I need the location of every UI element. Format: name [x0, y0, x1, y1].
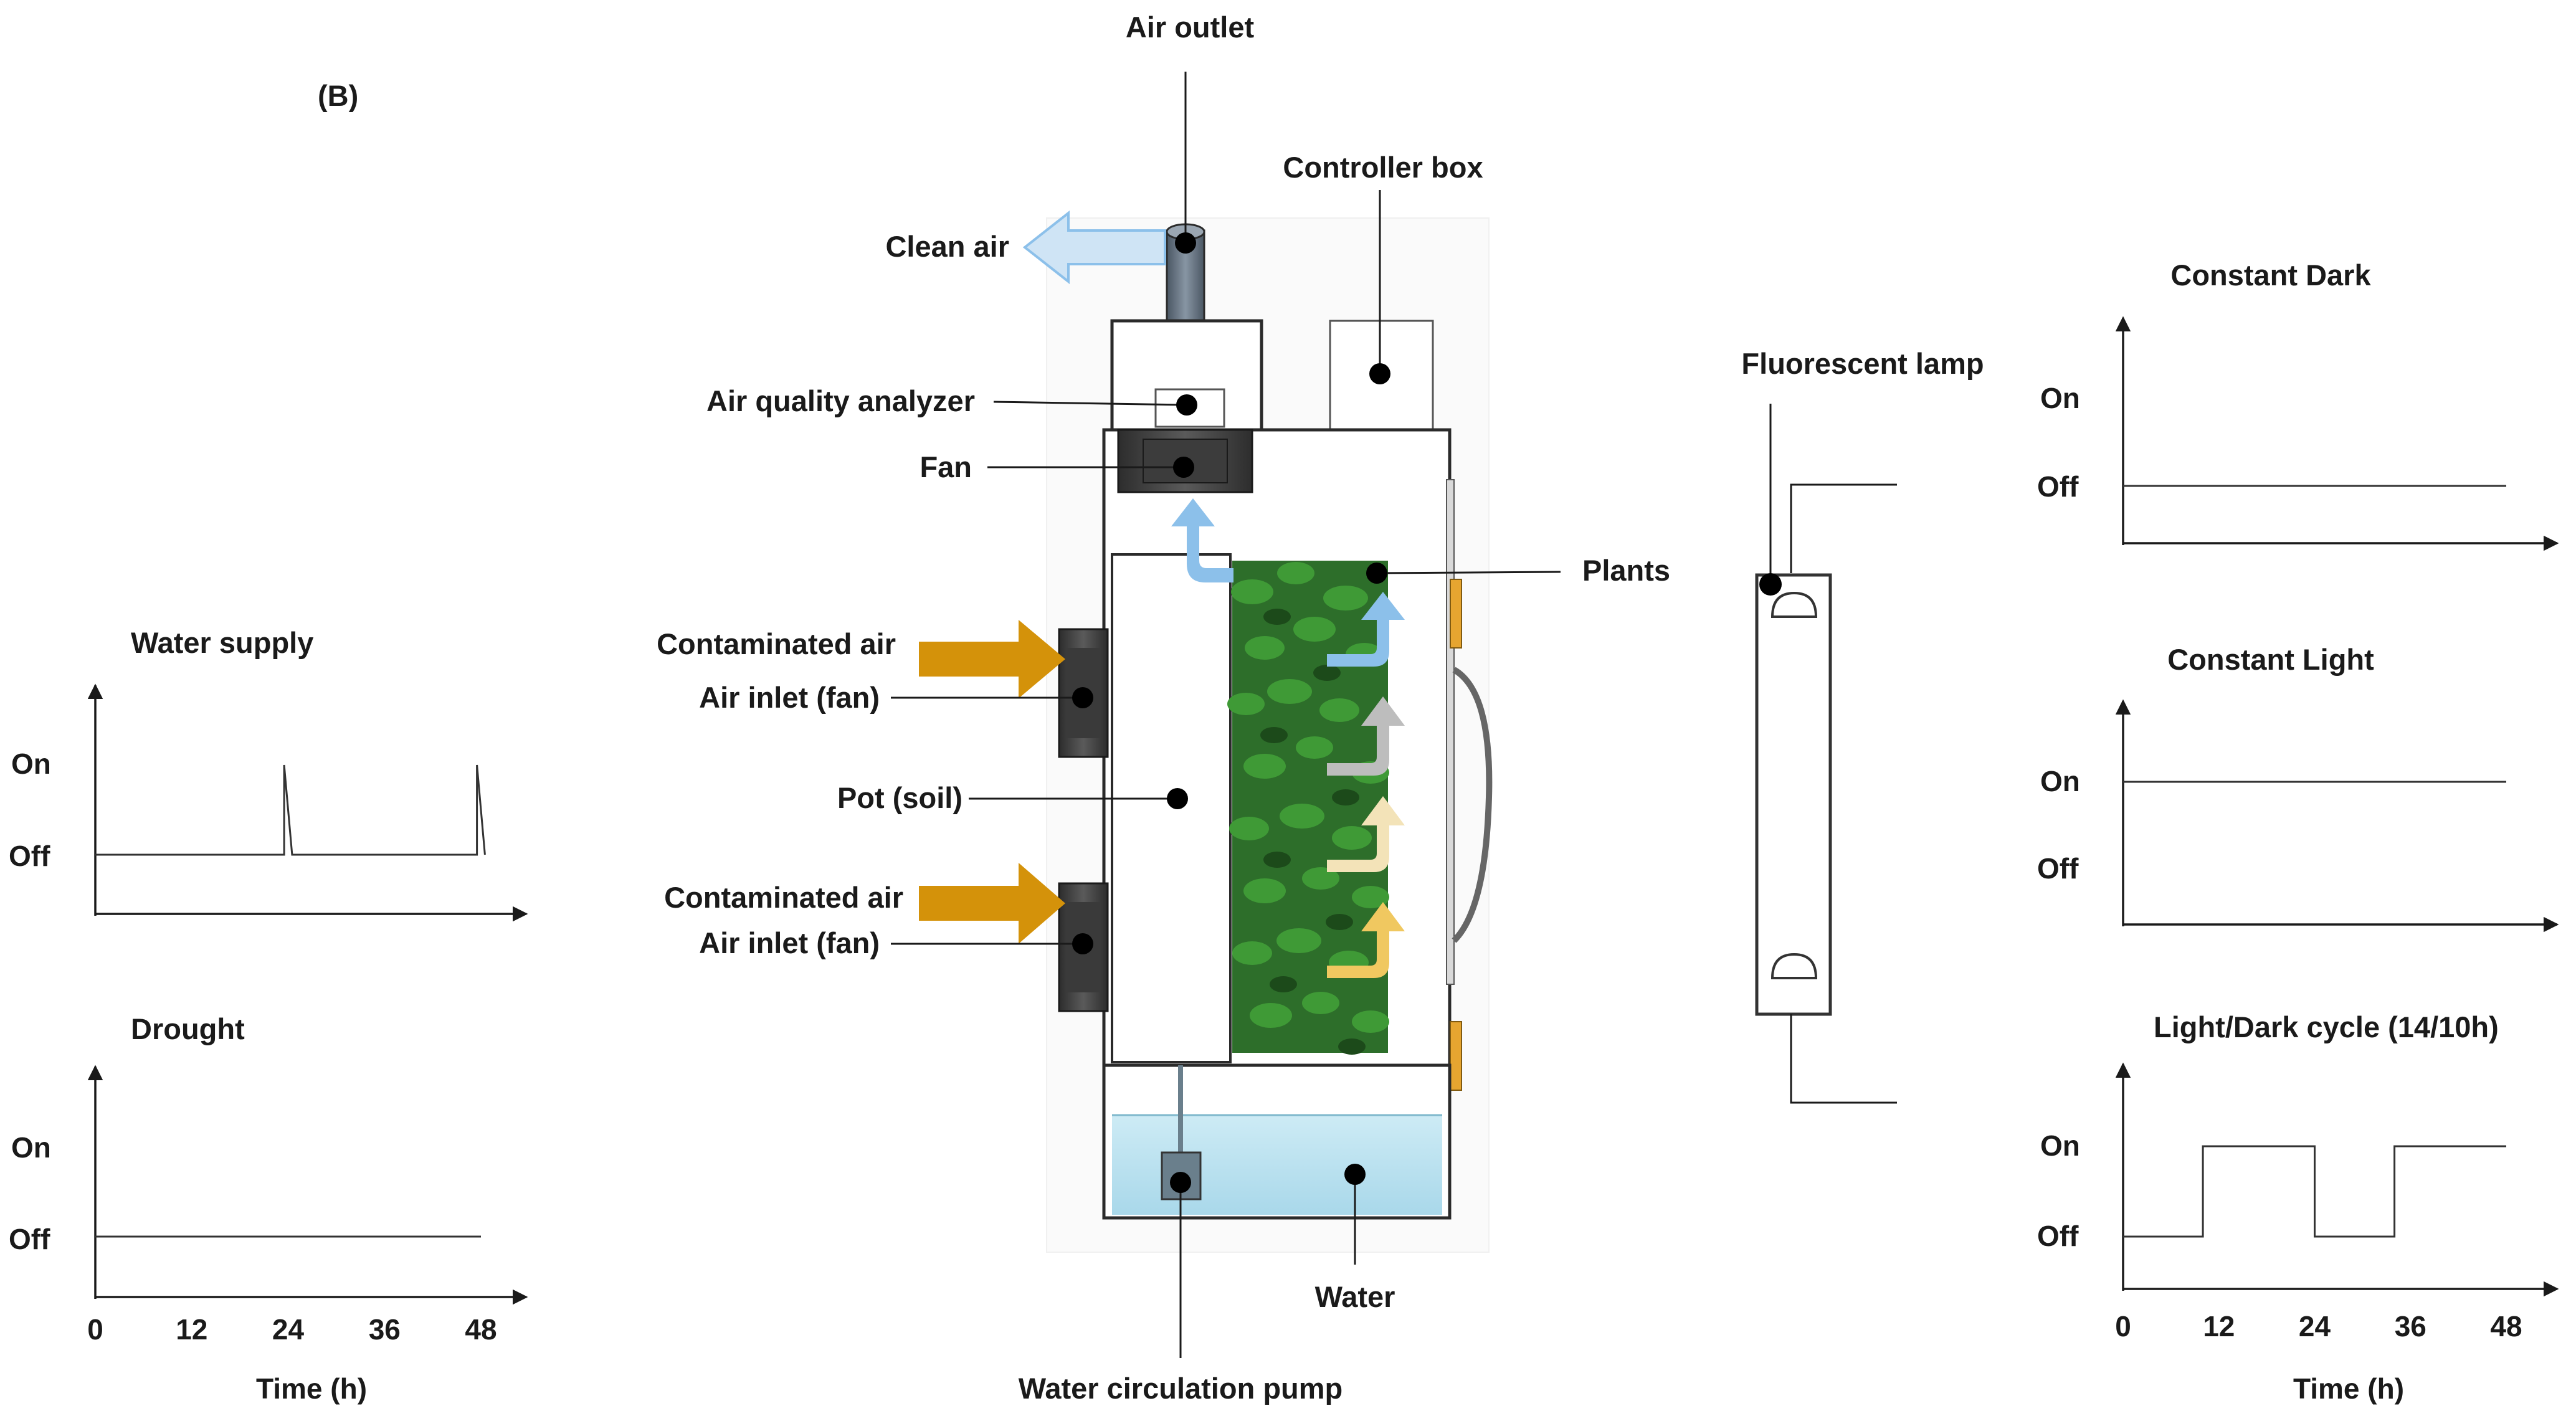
x-tick-label: 12	[2203, 1310, 2235, 1342]
label-air-outlet: Air outlet	[1126, 11, 1255, 44]
label-air-inlet-bottom: Air inlet (fan)	[699, 926, 880, 959]
chart-drought: Drought On Off 0 12 24 36 48 Time (h)	[9, 1012, 528, 1405]
x-tick-label: 12	[176, 1313, 207, 1346]
x-tick-label: 0	[87, 1313, 103, 1346]
chamber-apparatus	[919, 210, 1493, 1253]
signal-light-dark-cycle	[2123, 1145, 2506, 1238]
label-controller-box: Controller box	[1283, 151, 1483, 184]
tick-off-constant-dark: Off	[2037, 470, 2079, 503]
contaminated-air-arrow-bottom	[919, 863, 1065, 944]
x-tick-label: 36	[2395, 1310, 2426, 1342]
pot-soil-panel	[1111, 553, 1232, 1063]
flow-arrow-top-blue	[1171, 498, 1233, 582]
tick-on-water-supply: On	[11, 748, 51, 780]
chart-light-dark-cycle: Light/Dark cycle (14/10h) On Off 0 12 24 36…	[2037, 1010, 2559, 1405]
signal-water-supply	[95, 764, 486, 856]
flow-arrow-blue	[1327, 592, 1405, 667]
x-axis-label-light-dark-cycle: Time (h)	[2293, 1372, 2404, 1405]
clean-air-arrow	[1022, 210, 1166, 285]
x-tick-labels-drought: 0 12 24 36 48	[87, 1313, 497, 1346]
tick-off-water-supply: Off	[9, 840, 50, 872]
label-plants: Plants	[1582, 554, 1670, 587]
flow-arrow-cream	[1327, 796, 1405, 872]
x-tick-label: 24	[272, 1313, 305, 1346]
label-contaminated-air-bottom: Contaminated air	[664, 881, 903, 914]
tick-off-light-dark-cycle: Off	[2037, 1220, 2079, 1252]
chart-constant-light: Constant Light On Off	[2037, 643, 2559, 933]
label-fluorescent-lamp: Fluorescent lamp	[1741, 347, 1984, 380]
contaminated-air-arrow-top	[919, 620, 1065, 698]
tick-off-constant-light: Off	[2037, 852, 2079, 885]
label-water: Water	[1315, 1280, 1395, 1313]
x-tick-labels-light-dark-cycle: 0 12 24 36 48	[2115, 1310, 2522, 1342]
x-tick-label: 36	[369, 1313, 401, 1346]
chart-title-constant-dark: Constant Dark	[2170, 259, 2371, 292]
tick-on-constant-dark: On	[2040, 382, 2080, 414]
chart-title-light-dark-cycle: Light/Dark cycle (14/10h)	[2154, 1010, 2499, 1043]
label-air-quality-analyzer: Air quality analyzer	[706, 384, 975, 417]
label-contaminated-air-top: Contaminated air	[657, 627, 896, 660]
x-tick-label: 24	[2299, 1310, 2331, 1342]
label-air-inlet-top: Air inlet (fan)	[699, 681, 880, 714]
x-tick-label: 0	[2115, 1310, 2131, 1342]
tick-on-light-dark-cycle: On	[2040, 1129, 2080, 1162]
chart-constant-dark: Constant Dark On Off	[2037, 259, 2559, 551]
x-tick-label: 48	[2490, 1310, 2522, 1342]
tick-on-constant-light: On	[2040, 765, 2080, 797]
label-clean-air: Clean air	[885, 230, 1009, 263]
flow-arrow-yellow	[1327, 902, 1405, 978]
chart-title-drought: Drought	[131, 1012, 245, 1045]
x-tick-label: 48	[465, 1313, 497, 1346]
chart-title-water-supply: Water supply	[131, 626, 313, 659]
label-pot-soil: Pot (soil)	[837, 781, 962, 814]
tick-off-drought: Off	[9, 1223, 50, 1255]
tick-on-drought: On	[11, 1131, 51, 1164]
flow-arrow-gray	[1327, 696, 1405, 776]
panel-label: (B)	[318, 79, 358, 112]
leader-lines	[891, 72, 1561, 1358]
label-fan: Fan	[920, 450, 972, 483]
lamp-tube-frame	[1755, 573, 1832, 1016]
x-axis-label-drought: Time (h)	[256, 1372, 367, 1405]
fluorescent-lamp: Fluorescent lamp	[1741, 347, 1984, 1104]
label-water-circulation-pump: Water circulation pump	[1019, 1372, 1343, 1405]
plant-foliage	[1227, 561, 1389, 1055]
chart-water-supply: Water supply On Off	[9, 626, 528, 922]
chart-title-constant-light: Constant Light	[2167, 643, 2374, 676]
